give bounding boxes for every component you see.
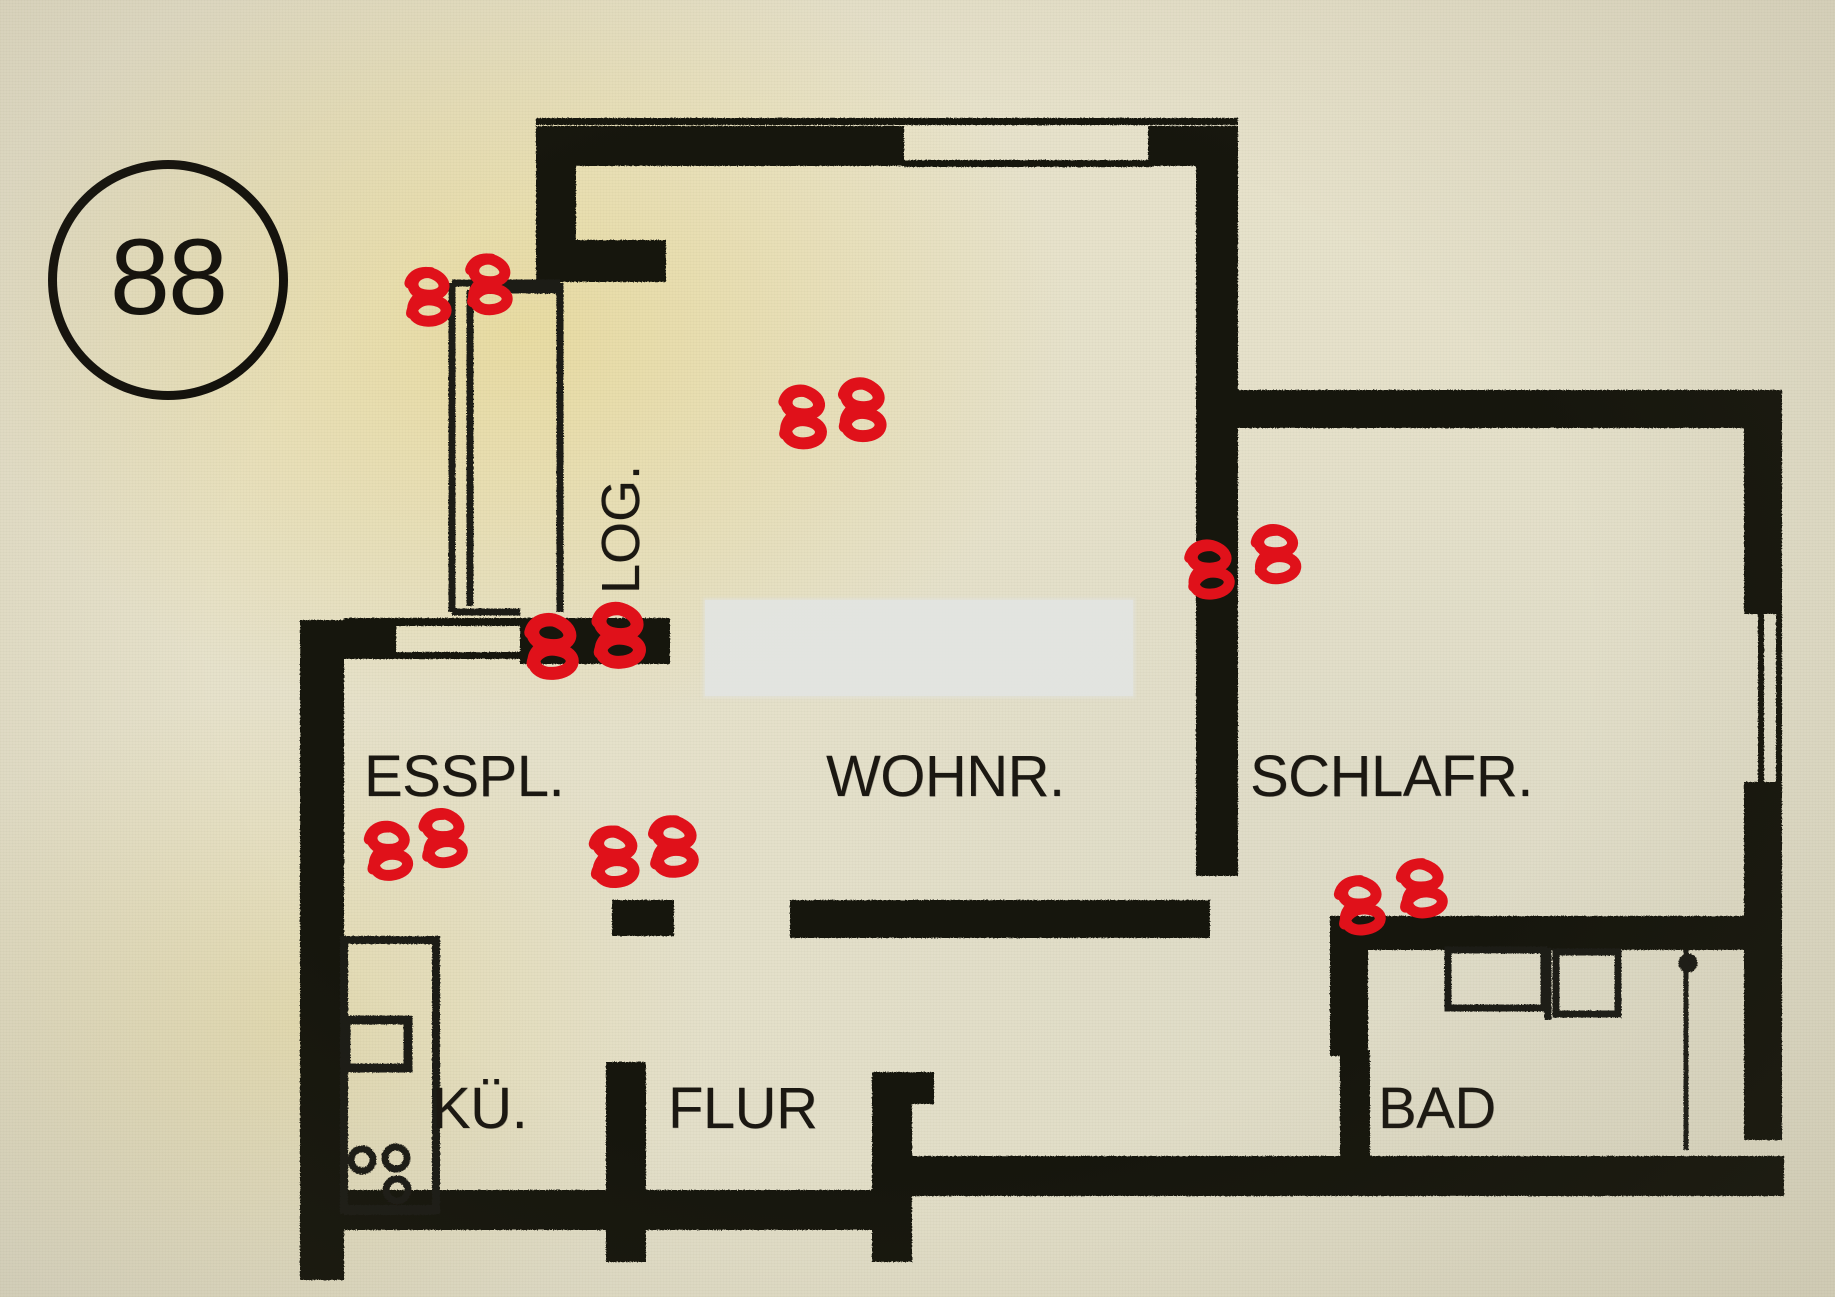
plan-number-value: 88 xyxy=(109,216,228,337)
room-label-wohnraum: WOHNR. xyxy=(826,744,1065,809)
wall-group xyxy=(300,118,1784,1280)
bath-fixtures xyxy=(1444,946,1698,1150)
room-label-flur: FLUR xyxy=(668,1076,818,1141)
room-label-kueche: KÜ. xyxy=(432,1076,528,1141)
room-label-loggia: LOG. xyxy=(591,464,651,594)
room-label-bad: BAD xyxy=(1378,1076,1496,1141)
room-label-schlafr: SCHLAFR. xyxy=(1250,744,1533,809)
kitchen-fixtures xyxy=(340,936,440,1215)
room-label-esspl: ESSPL. xyxy=(364,744,565,809)
redaction-box xyxy=(705,600,1133,696)
plan-number-badge: 88 xyxy=(48,160,288,400)
thin-line-group xyxy=(448,279,564,616)
